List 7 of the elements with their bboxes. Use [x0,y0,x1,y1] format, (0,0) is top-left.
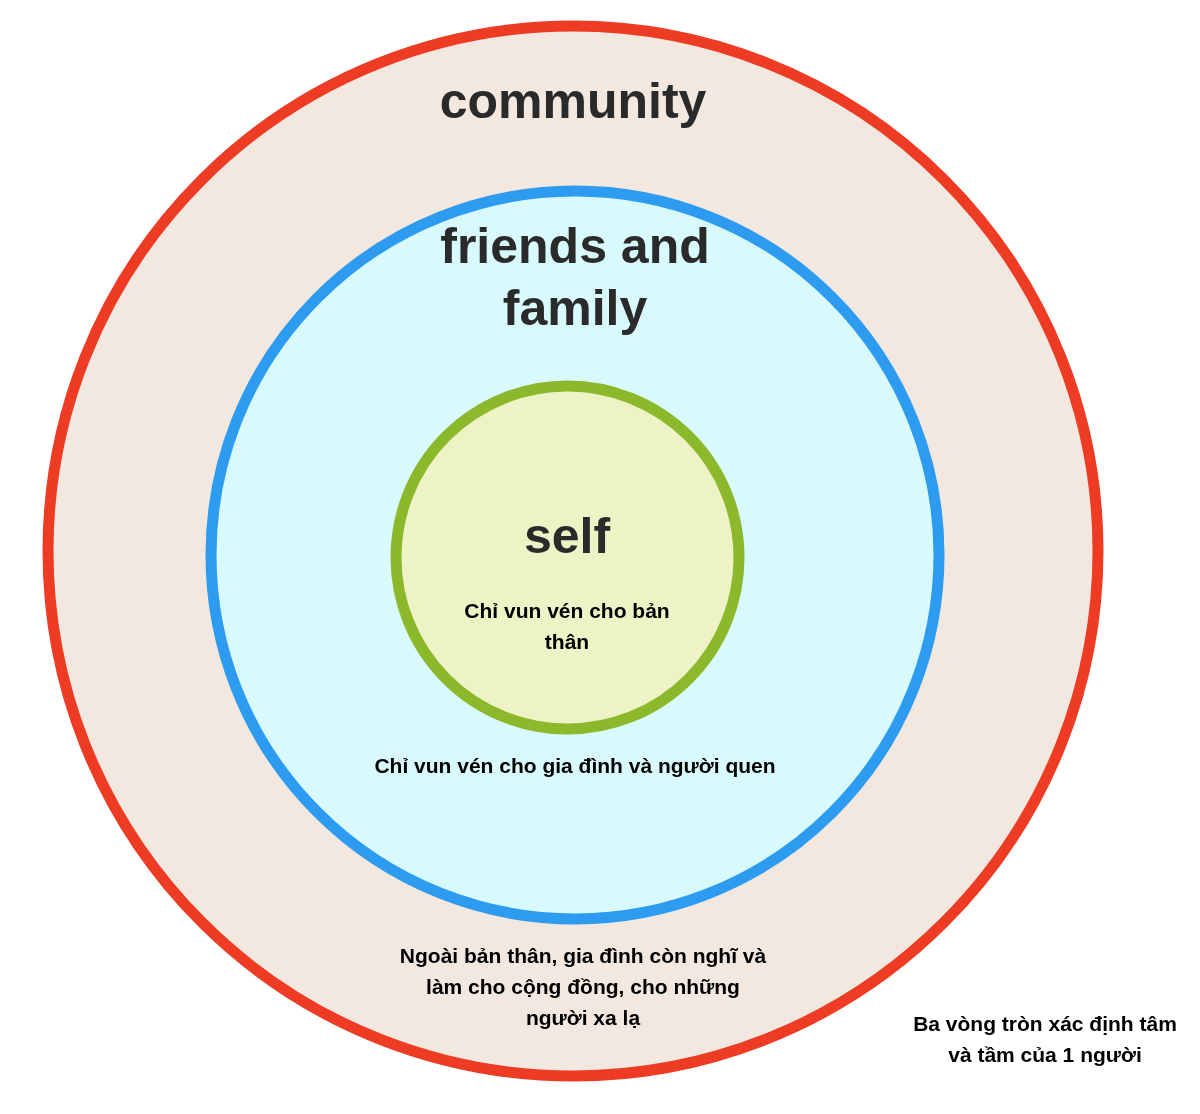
ring-title: self [522,507,612,566]
ring-title: friends and family [439,217,711,338]
note-text: Ba vòng tròn xác định tâm và tầm của 1 người [912,1011,1178,1068]
ring-description: Chỉ vun vén cho bản thân [463,598,671,655]
ring-description: Chỉ vun vén cho gia đình và người quen [373,753,777,779]
ring-title: community [438,72,708,131]
ring-description: Ngoài bản thân, gia đình còn nghĩ và làm cho cộng đồng, cho những người xa lạ [398,943,768,1031]
